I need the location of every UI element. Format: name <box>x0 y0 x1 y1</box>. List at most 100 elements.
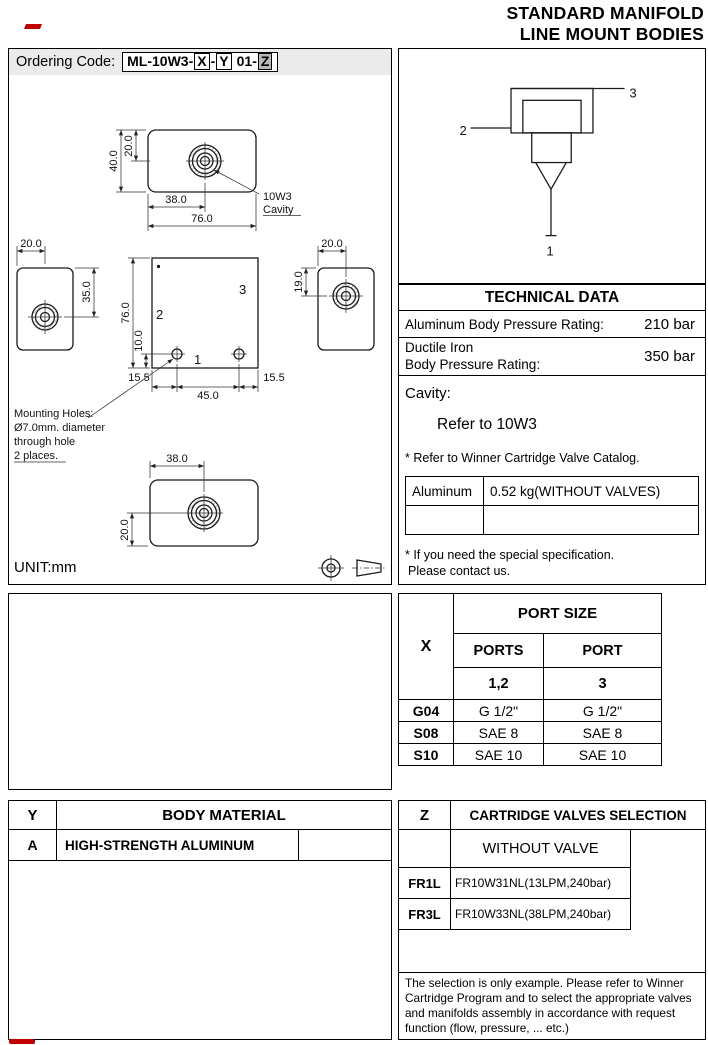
cartridge-empty-cell <box>631 830 705 868</box>
ductile-iron-pressure-row: Ductile Iron Body Pressure Rating: 350 b… <box>399 338 705 376</box>
ordering-code-value: ML-10W3- X - Y 01- Z <box>122 51 279 73</box>
port-size-code-header: X <box>398 593 454 700</box>
special-spec-note-line1: * If you need the special specification. <box>405 548 615 562</box>
port-subheader: 3 <box>543 667 662 700</box>
port-size-title-row: X PORT SIZE <box>398 593 662 700</box>
page-title-line2: LINE MOUNT BODIES <box>519 24 704 45</box>
port-header: PORT <box>543 633 662 668</box>
brand-mark-bottom <box>9 1039 35 1044</box>
cartridge-valve-value: FR10W31NL(13LPM,240bar) <box>451 868 631 899</box>
cartridge-valve-value: FR10W33NL(38LPM,240bar) <box>451 899 631 930</box>
front-port2-label: 2 <box>156 307 163 322</box>
dim-front-right: 15.5 <box>263 372 284 384</box>
weight-row: Aluminum 0.52 kg(WITHOUT VALVES) <box>405 476 699 506</box>
dim-bottom-half-height: 20.0 <box>119 519 131 540</box>
dim-left-side-half-width: 20.0 <box>20 238 41 250</box>
table-row: S10 SAE 10 SAE 10 <box>398 743 662 766</box>
port-size-code: G04 <box>398 699 454 722</box>
port-size-table: X PORT SIZE PORTS PORT 1,2 3 G04 G 1/2" … <box>398 593 662 766</box>
cavity-note-line2: Cavity <box>263 204 294 216</box>
cavity-schematic: 3 2 1 <box>460 85 637 258</box>
right-side-view-drawing: 20.0 19.0 <box>293 238 375 351</box>
schematic-port3-label: 3 <box>629 85 636 100</box>
cartridge-code-header: Z <box>399 801 451 829</box>
special-spec-note: * If you need the special specification.… <box>399 535 705 580</box>
top-view-drawing: 40.0 20.0 38.0 76.0 <box>108 129 257 231</box>
dim-front-center: 45.0 <box>197 390 218 402</box>
special-spec-note-line2: Please contact us. <box>408 564 511 579</box>
weight-material: Aluminum <box>405 476 484 506</box>
table-row: S08 SAE 8 SAE 8 <box>398 721 662 744</box>
technical-data-title: TECHNICAL DATA <box>399 285 705 311</box>
cavity-label: Cavity: <box>405 385 451 402</box>
ordering-code-prefix: ML-10W3- <box>127 53 194 70</box>
cartridge-empty-cell <box>631 899 705 930</box>
ordering-code-label: Ordering Code: <box>16 54 116 70</box>
cartridge-title: CARTRIDGE VALVES SELECTION <box>469 807 687 823</box>
left-side-view-drawing: 20.0 35.0 <box>16 238 99 351</box>
ordering-code-dash: - <box>210 53 216 70</box>
table-row: WITHOUT VALVE <box>399 830 705 868</box>
cartridge-selection-note: The selection is only example. Please re… <box>399 971 705 1039</box>
ordering-code-y: Y <box>216 52 232 71</box>
front-port1-label: 1 <box>194 352 201 367</box>
port-size-port-value: G 1/2" <box>543 699 662 722</box>
ordering-code-x: X <box>194 52 210 71</box>
ordering-code-bar: Ordering Code: ML-10W3- X - Y 01- Z <box>9 49 391 75</box>
table-row: A HIGH-STRENGTH ALUMINUM <box>9 830 391 861</box>
body-material-code-header: Y <box>9 801 57 829</box>
aluminum-pressure-value: 210 bar <box>644 315 695 333</box>
ports-header: PORTS <box>453 633 544 668</box>
ductile-iron-label-line2: Body Pressure Rating: <box>405 356 541 372</box>
technical-drawing: 40.0 20.0 38.0 76.0 10W3 Cavity 2 3 1 <box>14 129 386 581</box>
cavity-schematic-panel: 3 2 1 <box>398 48 706 284</box>
port-size-port-value: SAE 8 <box>543 721 662 744</box>
front-port3-label: 3 <box>239 282 246 297</box>
weight-material-empty <box>405 505 484 535</box>
cartridge-valves-panel: Z CARTRIDGE VALVES SELECTION WITHOUT VAL… <box>398 800 706 1040</box>
brand-mark-top <box>23 24 43 29</box>
dim-top-half-height: 20.0 <box>123 135 135 156</box>
mounting-note-line1: Mounting Holes: <box>14 408 94 420</box>
body-material-title: BODY MATERIAL <box>162 806 286 824</box>
cartridge-valve-value: WITHOUT VALVE <box>451 830 631 868</box>
port-size-ports-value: SAE 8 <box>453 721 544 744</box>
port-size-title: PORT SIZE <box>453 593 662 634</box>
dim-front-left: 15.5 <box>128 372 149 384</box>
cavity-note-line1: 10W3 <box>263 191 292 203</box>
port-size-code: S08 <box>398 721 454 744</box>
dim-right-side-port-offset: 19.0 <box>293 271 305 292</box>
port-size-ports-value: G 1/2" <box>453 699 544 722</box>
cartridge-code: FR1L <box>399 868 451 899</box>
table-row: G04 G 1/2" G 1/2" <box>398 699 662 722</box>
weight-value-empty <box>483 505 699 535</box>
mounting-holes-note: Mounting Holes: Ø7.0mm. diameter through… <box>14 408 105 463</box>
aluminum-pressure-row: Aluminum Body Pressure Rating: 210 bar <box>399 311 705 338</box>
cartridge-code <box>399 830 451 868</box>
technical-data-panel: TECHNICAL DATA Aluminum Body Pressure Ra… <box>398 284 706 585</box>
dim-right-side-half-width: 20.0 <box>321 238 342 250</box>
body-material-panel: Y BODY MATERIAL A HIGH-STRENGTH ALUMINUM <box>8 800 392 1040</box>
weight-row-empty <box>405 505 699 535</box>
drawing-panel: Ordering Code: ML-10W3- X - Y 01- Z <box>8 48 392 585</box>
dim-top-height: 40.0 <box>108 150 120 171</box>
ordering-code-z: Z <box>257 52 273 71</box>
port-size-ports-value: SAE 10 <box>453 743 544 766</box>
mounting-note-line4: 2 places. <box>14 450 58 462</box>
ductile-iron-pressure-label: Ductile Iron Body Pressure Rating: <box>405 340 540 372</box>
projection-symbol-icon <box>318 555 386 581</box>
dim-top-width: 76.0 <box>191 213 212 225</box>
ductile-iron-pressure-value: 350 bar <box>644 348 695 365</box>
weight-table: Aluminum 0.52 kg(WITHOUT VALVES) <box>405 476 699 535</box>
cartridge-empty-cell <box>631 868 705 899</box>
dim-bottom-half-width: 38.0 <box>166 453 187 465</box>
page-title-line1: STANDARD MANIFOLD <box>506 3 704 23</box>
dim-front-height: 76.0 <box>120 302 132 323</box>
body-material-code: A <box>9 830 57 860</box>
dim-top-half-width: 38.0 <box>165 194 186 206</box>
table-row: FR3L FR10W33NL(38LPM,240bar) <box>399 899 705 930</box>
port-size-port-value: SAE 10 <box>543 743 662 766</box>
front-view-drawing: 2 3 1 76.0 10.0 15.5 45.0 15.5 <box>87 257 285 419</box>
bottom-view-drawing: 38.0 20.0 <box>119 453 259 547</box>
